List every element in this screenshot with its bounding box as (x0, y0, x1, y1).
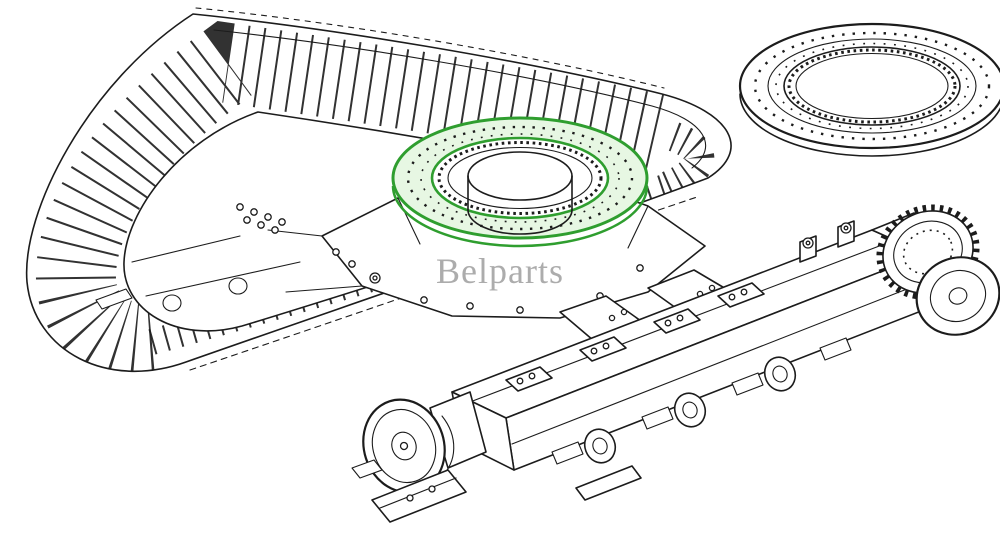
bearing-bore-edge (447, 146, 593, 210)
watermark-text: Belparts (436, 251, 564, 291)
bottom-roller (763, 356, 797, 392)
frame-pedestals (505, 282, 765, 392)
sprocket-teeth (876, 204, 980, 300)
bearing-bolt-holes-inner (420, 133, 620, 223)
front-idler (351, 391, 642, 523)
bottom-roller (583, 428, 617, 464)
spare-bearing-outer-flange (738, 22, 1000, 150)
swing-bearing-highlighted (391, 116, 649, 248)
spare-bearing-bolt-holes-inner (775, 42, 969, 130)
bearing-gear-teeth (437, 141, 603, 215)
spare-swing-bearing (738, 22, 1000, 157)
idler-track-shoe (371, 469, 467, 523)
spare-bearing-gear-teeth (787, 48, 957, 124)
track-top-inner-edge (213, 29, 707, 169)
carbody-bolt-circles (236, 203, 644, 314)
middle-track-shoe (575, 465, 642, 501)
spare-bearing-rim-thickness (739, 93, 1000, 157)
drive-sprocket (871, 204, 1000, 336)
bearing-bolt-holes-outer (406, 125, 634, 231)
final-drive-drum (915, 256, 1000, 336)
spare-bearing-bolt-holes-outer (753, 31, 991, 141)
bottom-roller (673, 392, 707, 428)
bearing-rim-thickness (391, 185, 649, 248)
spare-bearing-inner-race (783, 46, 961, 126)
track-roller-icon (228, 277, 248, 295)
bearing-center-cylinder (467, 151, 573, 235)
track-roller-icon (162, 294, 182, 312)
track-inner-details (95, 235, 301, 312)
spare-bearing-bore-edge (795, 52, 949, 120)
bottom-rollers (583, 356, 797, 464)
pivot-pylons (799, 220, 855, 263)
